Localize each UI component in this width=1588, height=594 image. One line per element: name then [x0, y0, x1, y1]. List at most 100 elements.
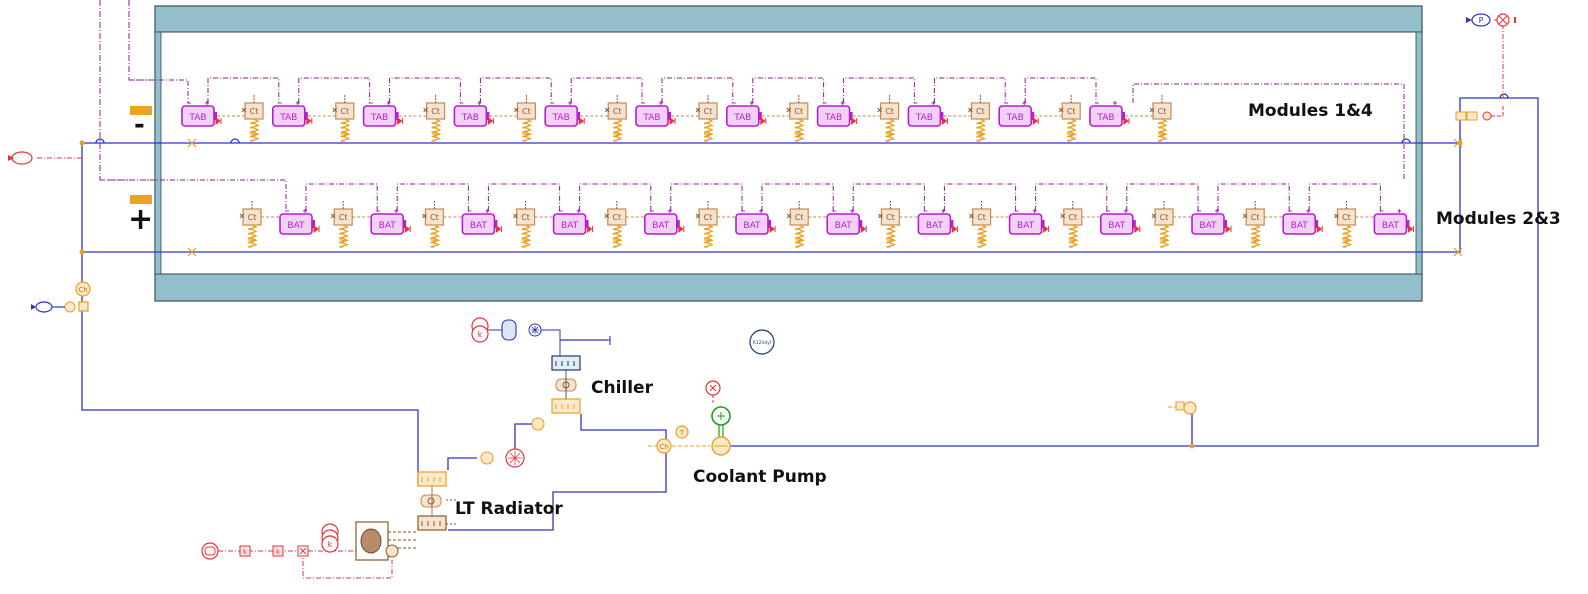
svg-text:k: k — [328, 540, 333, 549]
contact-label: Ct — [795, 213, 804, 222]
svg-text:T: T — [679, 429, 685, 437]
thermal-contact: Ct — [514, 95, 537, 142]
battery-label: TAB — [733, 113, 751, 123]
top-series-links — [129, 77, 1405, 180]
coolant-loop — [81, 97, 1539, 531]
contact-label: Ct — [431, 107, 440, 116]
thermal-contact: Ct — [1334, 201, 1357, 248]
thermal-contact: Ct — [604, 201, 627, 248]
contact-label: Ct — [976, 107, 985, 116]
battery-module-bottom: BAT — [1100, 209, 1141, 235]
thermal-contact: Ct — [786, 95, 809, 142]
svg-text:P: P — [1479, 16, 1484, 25]
flow-sensor-left: Ch — [31, 281, 91, 313]
svg-text:k: k — [276, 548, 281, 556]
label-lt-radiator: LT Radiator — [455, 499, 563, 519]
contact-label: Ct — [704, 213, 713, 222]
thermal-contact: Ct — [695, 201, 718, 248]
contact-label: Ct — [1160, 213, 1169, 222]
battery-label: TAB — [1006, 113, 1024, 123]
battery-label: TAB — [915, 113, 933, 123]
contact-label: Ct — [704, 107, 713, 116]
modules-1-4-row: TABCtTABCtTABCtTABCtTABCtTABCtTABCtTABCt… — [129, 77, 1463, 180]
battery-module-bottom: BAT — [1282, 209, 1323, 235]
line-crossings — [95, 93, 1509, 144]
battery-label: BAT — [1382, 221, 1400, 231]
battery-module-bottom: BAT — [735, 209, 776, 235]
battery-module-top: TAB — [816, 101, 858, 127]
battery-module-bottom: BAT — [1008, 209, 1050, 235]
thermal-contact: Ct — [513, 201, 536, 248]
battery-label: BAT — [652, 221, 670, 231]
battery-label: TAB — [188, 113, 206, 123]
signal-lines-left — [99, 0, 156, 181]
modules-2-3-row: CtBATCtBATCtBATCtBATCtBATCtBATCtBATCtBAT… — [100, 179, 1463, 257]
svg-text:k: k — [243, 548, 248, 556]
battery-label: BAT — [1291, 221, 1309, 231]
bottom-series-links — [100, 179, 1381, 211]
thermal-contact: Ct — [1242, 201, 1265, 248]
thermal-contact: Ct — [241, 95, 264, 142]
contact-label: Ct — [522, 107, 531, 116]
battery-module-top: TAB — [725, 101, 767, 127]
battery-module-top: TAB — [271, 101, 313, 127]
thermal-contact: Ct — [968, 95, 991, 142]
thermal-contact: Ct — [422, 201, 444, 248]
contact-label: Ct — [1068, 213, 1077, 222]
thermal-contact: Ct — [1151, 201, 1174, 248]
battery-module-bottom: BAT — [1191, 209, 1232, 235]
contact-label: Ct — [340, 107, 349, 116]
thermal-contact: Ct — [877, 95, 900, 142]
svg-text:R1234yf: R1234yf — [753, 340, 772, 346]
contact-label: Ct — [1251, 213, 1260, 222]
contact-label: Ct — [977, 213, 986, 222]
battery-module-top: TAB — [998, 101, 1039, 127]
battery-module-bottom: BAT — [370, 209, 411, 235]
thermal-contact: Ct — [1149, 95, 1172, 142]
contact-label: Ct — [612, 213, 621, 222]
coolant-pump — [705, 380, 731, 456]
battery-label: BAT — [926, 221, 944, 231]
thermal-contact: Ct — [239, 201, 262, 248]
battery-label: TAB — [824, 113, 842, 123]
air-side-chain: k k k — [201, 521, 418, 579]
battery-label: BAT — [743, 221, 761, 231]
contact-label: Ct — [885, 107, 894, 116]
battery-label: TAB — [1096, 113, 1114, 123]
negative-terminal-bar — [130, 106, 152, 115]
battery-module-top: TAB — [635, 101, 676, 127]
label-modules-2-3: Modules 2&3 — [1436, 209, 1561, 229]
battery-label: BAT — [1017, 221, 1035, 231]
battery-label: BAT — [470, 221, 488, 231]
positive-terminal-sign: + — [128, 202, 154, 237]
contact-label: Ct — [794, 107, 803, 116]
battery-label: BAT — [1108, 221, 1126, 231]
svg-text:Ch: Ch — [78, 286, 87, 294]
battery-module-top: TAB — [181, 101, 222, 127]
contact-label: Ct — [1158, 107, 1167, 116]
lt-radiator-ports — [446, 499, 456, 525]
battery-label: TAB — [461, 113, 479, 123]
battery-module-bottom: BAT — [461, 209, 502, 235]
battery-label: TAB — [552, 113, 570, 123]
contact-label: Ct — [886, 213, 895, 222]
battery-module-bottom: BAT — [279, 209, 320, 235]
contact-label: Ct — [521, 213, 530, 222]
contact-label: Ct — [250, 107, 259, 116]
lt-radiator-assembly — [417, 471, 447, 531]
label-modules-1-4: Modules 1&4 — [1248, 101, 1373, 121]
battery-module-bottom: BAT — [643, 209, 685, 235]
battery-label: TAB — [642, 113, 660, 123]
battery-module-top: TAB — [362, 101, 404, 127]
right-flow-sensor — [1168, 401, 1197, 415]
label-chiller: Chiller — [591, 378, 653, 398]
battery-label: BAT — [287, 221, 305, 231]
battery-module-top: TAB — [544, 101, 585, 127]
svg-text:k: k — [478, 330, 483, 339]
battery-module-bottom: BAT — [826, 209, 867, 235]
thermal-contact: Ct — [330, 201, 353, 248]
thermal-contact: Ct — [786, 201, 809, 248]
battery-module-top: TAB — [453, 101, 494, 127]
thermal-contact: Ct — [423, 95, 446, 142]
